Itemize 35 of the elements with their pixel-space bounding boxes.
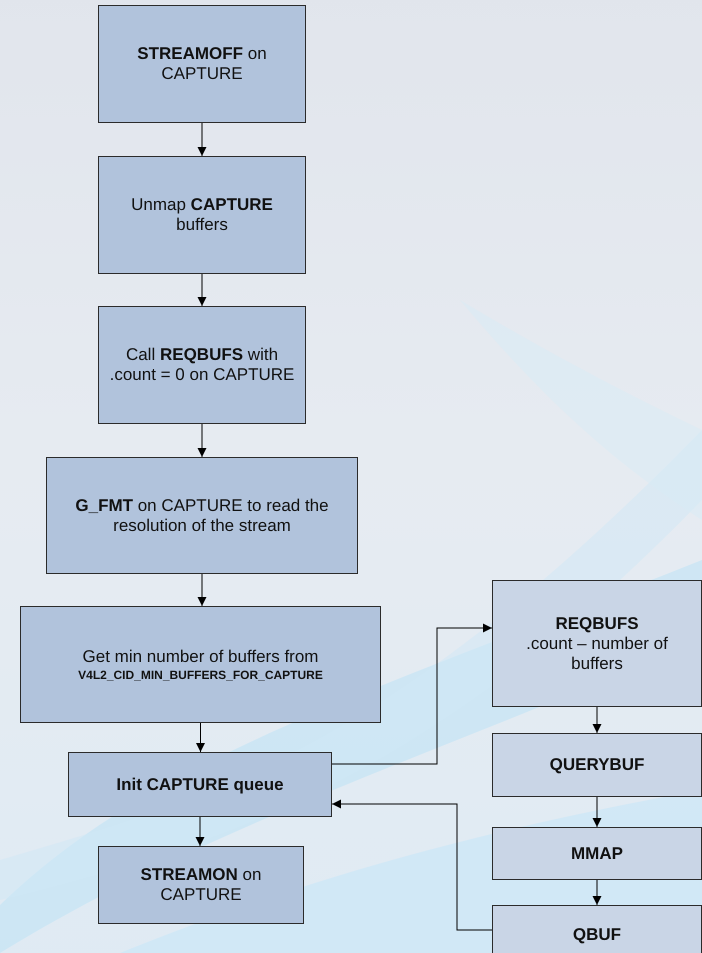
- step-text: Call REQBUFS with .count = 0 on CAPTURE: [108, 345, 296, 385]
- process-box: [492, 827, 702, 880]
- process-box: [492, 580, 702, 707]
- arrow: [332, 800, 492, 930]
- step-text: STREAMOFF on CAPTURE: [136, 44, 268, 84]
- arrow: [198, 274, 206, 306]
- step-text: Get min number of buffers from: [82, 646, 318, 666]
- step-text: QUERYBUF: [550, 755, 644, 775]
- process-box: [98, 306, 306, 424]
- arrow: [332, 624, 492, 764]
- arrow: [198, 424, 206, 458]
- step-text: MMAP: [571, 844, 623, 864]
- arrow: [196, 816, 204, 846]
- step-text: QBUF: [572, 925, 622, 945]
- step-text: Init CAPTURE queue: [116, 774, 284, 794]
- process-box: [98, 156, 306, 274]
- step-text: G_FMT on CAPTURE to read the resolution of the stream: [74, 496, 330, 536]
- step-text: V4L2_CID_MIN_BUFFERS_FOR_CAPTURE: [78, 666, 323, 682]
- arrow: [198, 122, 206, 156]
- process-box: [492, 905, 702, 953]
- step-text: .count – number of buffers: [525, 634, 669, 674]
- step-text: REQBUFS: [555, 614, 639, 634]
- arrow: [198, 574, 206, 606]
- process-box: [492, 733, 702, 797]
- process-box: [98, 5, 306, 123]
- arrow: [592, 796, 602, 828]
- arrow: [592, 706, 602, 734]
- step-text: Unmap CAPTURE buffers: [130, 195, 274, 235]
- process-box: [20, 606, 381, 723]
- arrow: [196, 722, 205, 752]
- process-box: [68, 752, 332, 817]
- process-box: [46, 457, 358, 574]
- process-box: [98, 846, 304, 924]
- arrow: [592, 880, 602, 906]
- step-text: STREAMON on CAPTURE: [140, 865, 262, 905]
